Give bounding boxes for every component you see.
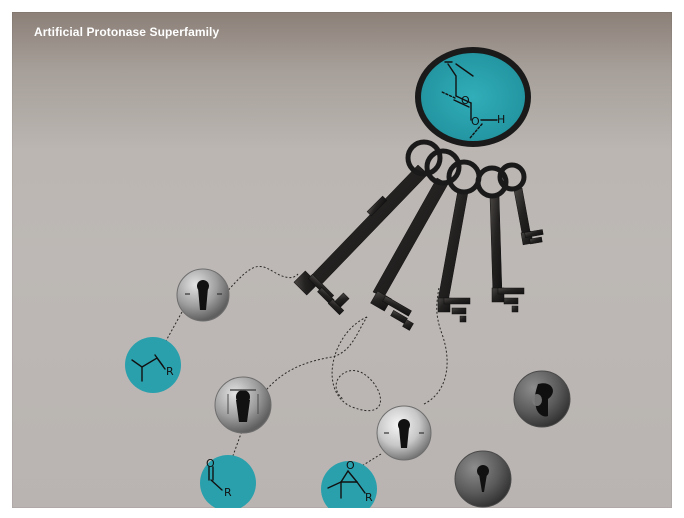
aldehyde-molecule-icon: O R — [200, 455, 256, 508]
figure-canvas: Artificial Protonase Superfamily — [12, 12, 672, 508]
dashed-path-3 — [332, 317, 380, 411]
alkene-molecule-icon: R — [125, 337, 181, 393]
r-label-1: R — [166, 365, 174, 378]
dashed-path-1 — [218, 266, 298, 302]
keyhole-3-icon — [377, 406, 431, 460]
r-label-2: R — [224, 486, 232, 499]
r-label-3: R — [365, 491, 373, 504]
key-ring-icon: O O H — [418, 50, 528, 144]
oxygen-label-2: O — [471, 115, 480, 128]
dashed-path-2 — [257, 317, 367, 402]
hydrogen-label: H — [497, 113, 505, 126]
keyhole-2-icon — [215, 377, 271, 433]
keyhole-1-icon — [177, 269, 229, 321]
epoxide-molecule-icon: O R — [321, 459, 377, 508]
oxygen-label-4: O — [346, 459, 355, 472]
keys-group — [294, 142, 543, 330]
illustration: O O H — [12, 12, 672, 508]
oxygen-label-3: O — [206, 457, 215, 470]
keyhole-5-icon — [455, 451, 511, 507]
keyhole-4-icon — [514, 371, 570, 427]
oxygen-label: O — [461, 94, 470, 107]
